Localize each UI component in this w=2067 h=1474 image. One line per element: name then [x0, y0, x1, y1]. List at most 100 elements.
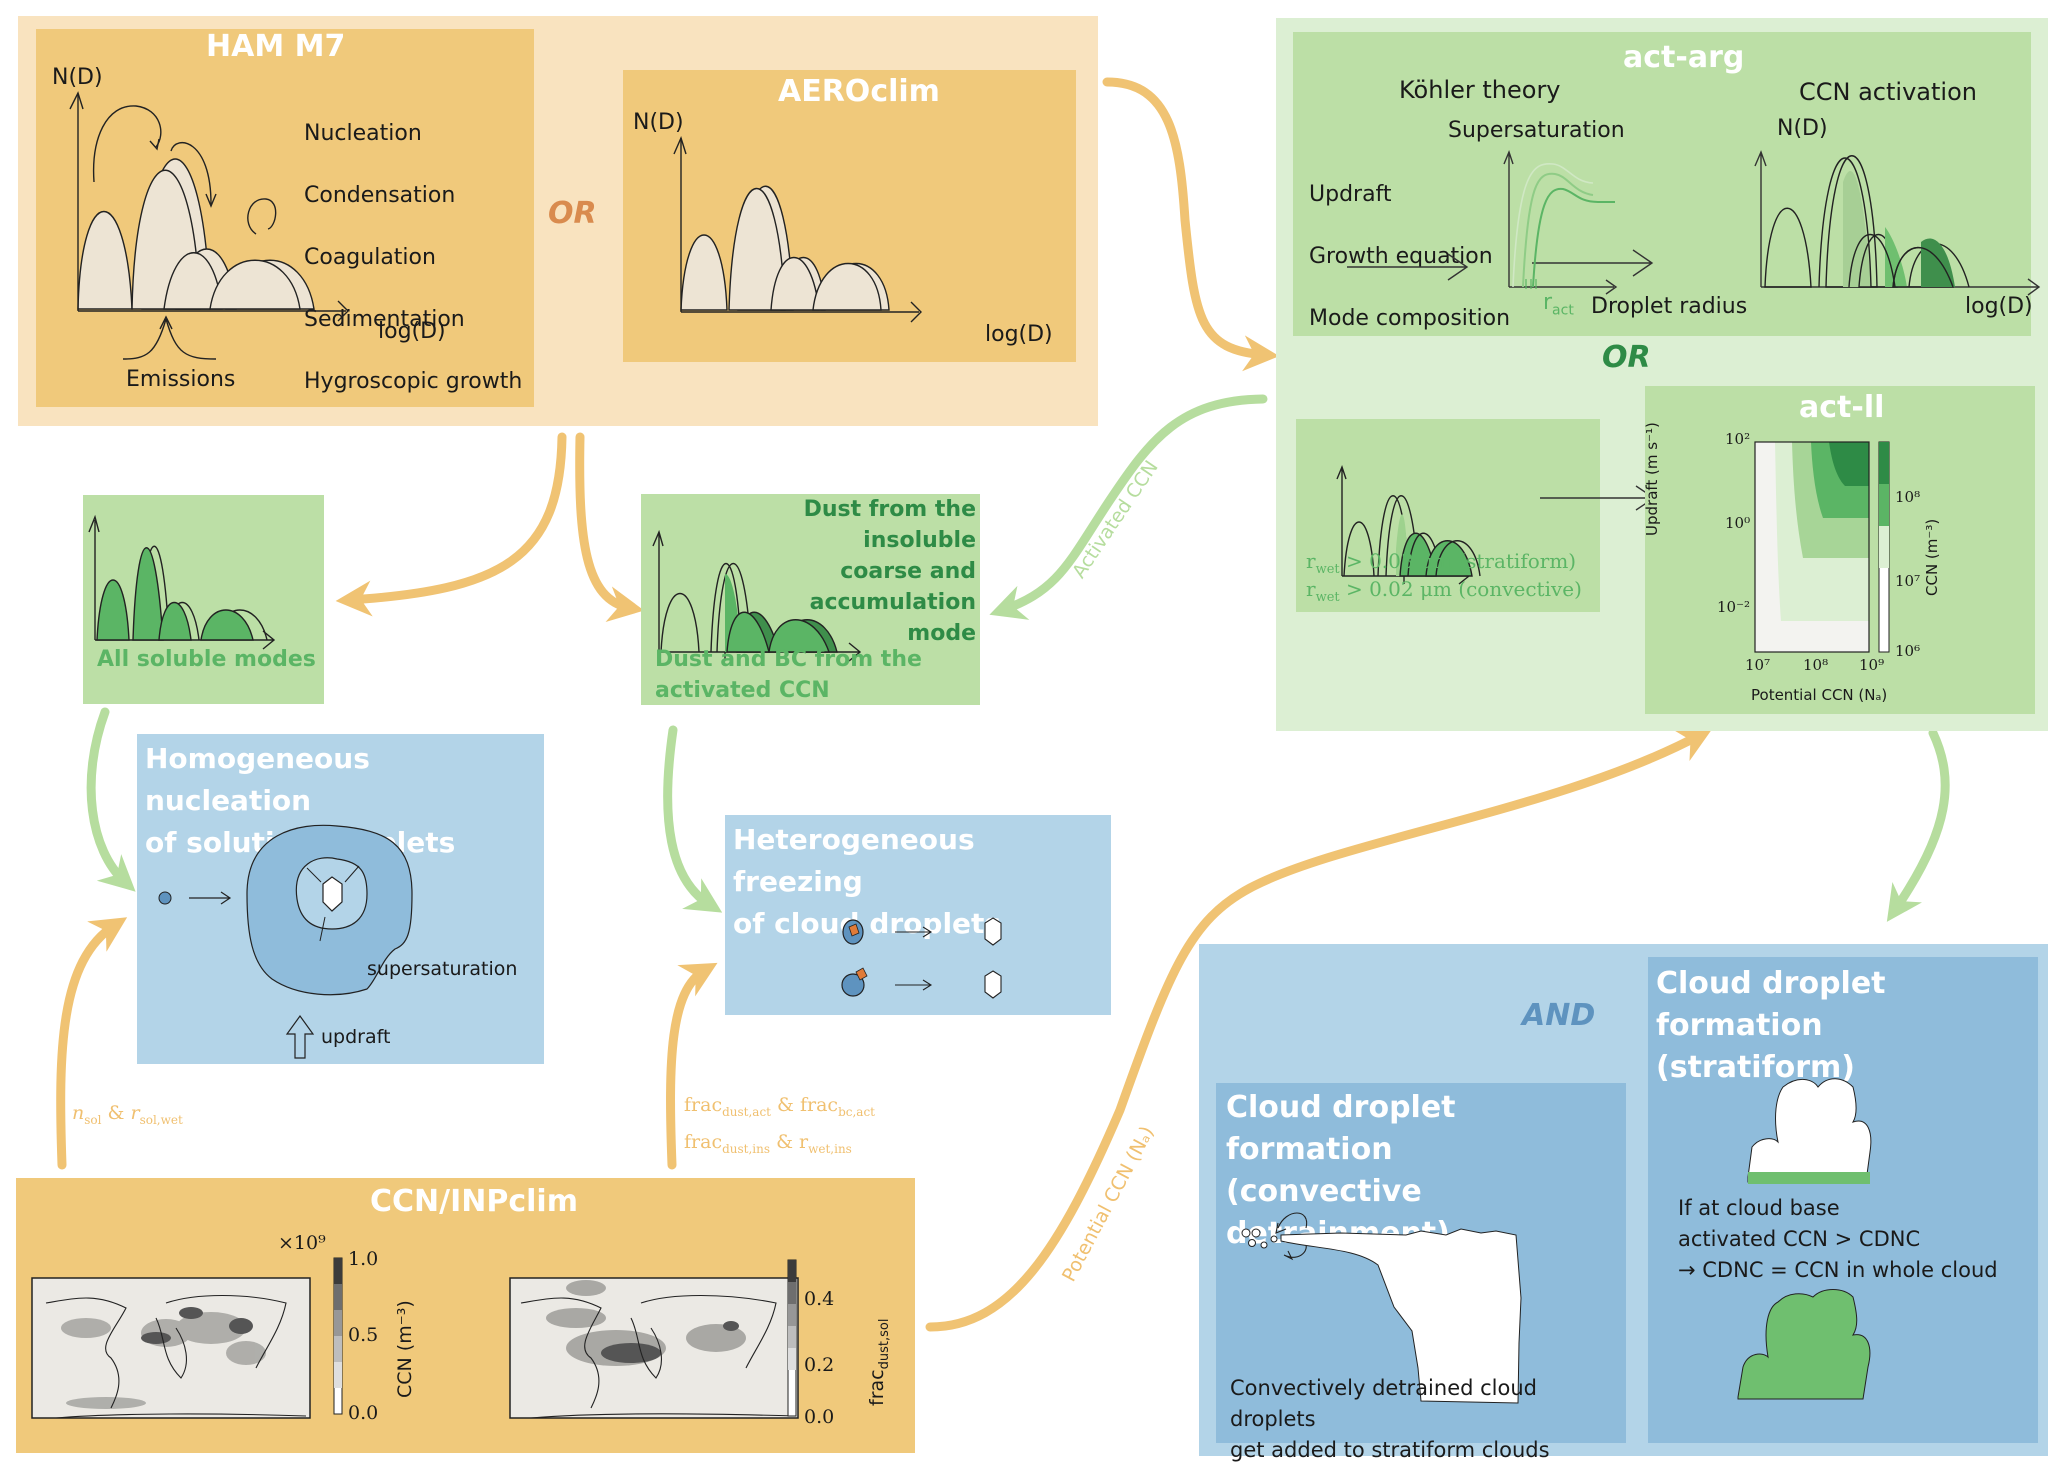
updraft-caption: updraft [321, 1026, 391, 1048]
soluble-modes-label: All soluble modes [97, 647, 316, 672]
cloud-white [1747, 1078, 1872, 1183]
act-ll-cbar-tick-1: 10⁷ [1895, 572, 1921, 590]
arrow-to-dust [575, 432, 645, 622]
arrow-aero-to-activation [1102, 77, 1280, 372]
frac-line-1: fracdust,act & fracbc,act [684, 1094, 875, 1119]
arrow-kohler-to-ccn [1532, 249, 1654, 277]
ham-x-axis-label: log(D) [378, 319, 446, 344]
ham-m7-title: HAM M7 [206, 29, 346, 64]
arrow-activated-ccn [989, 394, 1268, 620]
supersaturation-label: Supersaturation [1448, 118, 1625, 143]
convective-detrainment-box: Cloud droplet formation (convective detr… [1216, 1083, 1626, 1462]
stratiform-box: Cloud droplet formation (stratiform) If … [1648, 957, 2038, 1443]
arrow-dust-to-heterogeneous [663, 725, 723, 913]
input-growth-equation: Growth equation [1309, 244, 1493, 269]
ccn-cbar-tick-0: 1.0 [348, 1248, 379, 1270]
act-ll-cbar-tick-2: 10⁶ [1895, 642, 1921, 660]
act-ll-cbar-tick-0: 10⁸ [1895, 488, 1921, 506]
and-label: AND [1522, 998, 1596, 1033]
n-sol-r-sol-label: nsol & rsol,wet [72, 1102, 183, 1127]
act-ll-xlabel: Potential CCN (Nₐ) [1751, 686, 1888, 704]
aeroclim-x-axis-label: log(D) [985, 322, 1053, 347]
ham-emissions-label: Emissions [126, 367, 236, 392]
homogeneous-illustration [158, 824, 413, 1059]
arrow-clim-to-heterogeneous [666, 962, 718, 1170]
stratiform-illustration [1737, 1078, 1872, 1400]
frac-cbar-tick-0: 0.4 [804, 1288, 835, 1310]
arrow-clim-to-homogeneous [56, 917, 128, 1170]
dust-activated-label: Dust and BC from the activated CCN [655, 647, 922, 703]
act-ll-heatmap [1754, 441, 1890, 653]
act-ll-xtick-0: 10⁷ [1745, 656, 1771, 674]
frac-line-2: fracdust,ins & rwet,ins [684, 1130, 852, 1156]
frac-cbar-label: fracdust,sol [866, 1318, 892, 1406]
process-condensation: Condensation [304, 183, 456, 208]
aeroclim-y-axis-label: N(D) [633, 110, 684, 135]
act-ll-box: act-ll 10² 10⁰ 10⁻² 10⁷ 10⁸ 10⁹ Potentia… [1643, 386, 2035, 714]
act-arg-box: act-arg Köhler theory CCN activation Sup… [1293, 32, 2041, 336]
ccn-cbar-tick-2: 0.0 [348, 1402, 379, 1424]
ham-y-axis-label: N(D) [52, 65, 103, 90]
or-label-right: OR [1602, 340, 1651, 375]
threshold-stratiform: rwet > 0.03 μm (stratiform) [1306, 549, 1577, 577]
convective-caption: Convectively detrained cloud droplets ge… [1230, 1376, 1550, 1462]
act-arg-title: act-arg [1623, 40, 1745, 75]
ccn-cbar-label: CCN (m⁻³) [394, 1300, 416, 1398]
ccn-inpclim-maps [31, 1257, 799, 1419]
aeroclim-box: AEROclim N(D) log(D) [623, 70, 1076, 362]
act-ll-cbar-label: CCN (m⁻³) [1923, 518, 1941, 596]
act-ll-xtick-1: 10⁸ [1803, 656, 1829, 674]
aeroclim-size-distribution [673, 136, 922, 323]
r-act-label: ract [1543, 290, 1574, 319]
ccn-inpclim-title: CCN/INPclim [370, 1184, 578, 1219]
act-ll-input-box: rwet > 0.03 μm (stratiform) rwet > 0.02 … [1296, 419, 1600, 612]
act-arg-drawings [1347, 150, 2041, 296]
arrow-soluble-to-homogeneous [86, 707, 136, 892]
ham-process-list: Nucleation Condensation Coagulation Sedi… [304, 87, 522, 428]
arrow-activation-to-cloud [1886, 728, 1950, 922]
act-arg-x-axis-label: log(D) [1965, 294, 2033, 319]
kohler-heading: Köhler theory [1399, 76, 1561, 104]
arrow-inputs-to-kohler [1347, 253, 1469, 281]
frac-cbar-tick-2: 0.0 [804, 1406, 835, 1428]
heterogeneous-freezing-box: Heterogeneous freezing of cloud droplets [725, 815, 1111, 1015]
act-ll-ylabel: Updraft (m s⁻¹) [1643, 422, 1661, 536]
act-arg-y-axis-label: N(D) [1777, 116, 1828, 141]
ham-size-distribution [69, 91, 349, 360]
process-nucleation: Nucleation [304, 121, 422, 146]
aeroclim-title: AEROclim [778, 74, 940, 109]
ccn-cbar-tick-1: 0.5 [348, 1324, 379, 1346]
threshold-convective: rwet > 0.02 μm (convective) [1306, 577, 1582, 605]
dust-box: Dust from the insoluble coarse and accum… [641, 494, 980, 705]
act-ll-title: act-ll [1799, 390, 1885, 425]
frac-label: fracdust,act & fracbc,act fracdust,ins &… [684, 1090, 875, 1164]
act-ll-ytick-0: 10² [1725, 430, 1751, 448]
ham-m7-box: HAM M7 N(D) log(D) Nucleation Condensati… [36, 29, 534, 407]
process-coagulation: Coagulation [304, 245, 436, 270]
or-label-top: OR [548, 196, 597, 231]
homogeneous-nucleation-box: Homogeneous nucleation of solution dropl… [137, 734, 544, 1064]
act-ll-ytick-2: 10⁻² [1717, 598, 1751, 616]
ccn-inpclim-box: CCN/INPclim [16, 1178, 915, 1453]
soluble-modes-box: All soluble modes [83, 495, 324, 704]
convective-illustration [1241, 1212, 1522, 1404]
soluble-distribution [88, 514, 276, 650]
arrow-input-to-act-ll [1540, 485, 1656, 511]
arrow-to-soluble [335, 432, 567, 617]
act-ll-ytick-1: 10⁰ [1725, 514, 1751, 532]
input-updraft: Updraft [1309, 182, 1392, 207]
frac-cbar-tick-1: 0.2 [804, 1354, 835, 1376]
cloud-base-activation [1748, 1172, 1870, 1184]
activation-inputs: Updraft Growth equation Mode composition [1309, 148, 1510, 365]
ccn-activation-heading: CCN activation [1799, 78, 1977, 106]
process-hygroscopic-growth: Hygroscopic growth [304, 369, 523, 394]
dust-insoluble-label: Dust from the insoluble coarse and accum… [803, 497, 976, 646]
droplet-radius-label: Droplet radius [1591, 294, 1748, 319]
ccn-map-scale: ×10⁹ [278, 1232, 326, 1254]
stratiform-caption: If at cloud base activated CCN > CDNC → … [1678, 1196, 1998, 1282]
input-mode-composition: Mode composition [1309, 306, 1511, 331]
stratiform-title: Cloud droplet formation (stratiform) [1656, 966, 1886, 1085]
cloud-green [1737, 1289, 1871, 1400]
